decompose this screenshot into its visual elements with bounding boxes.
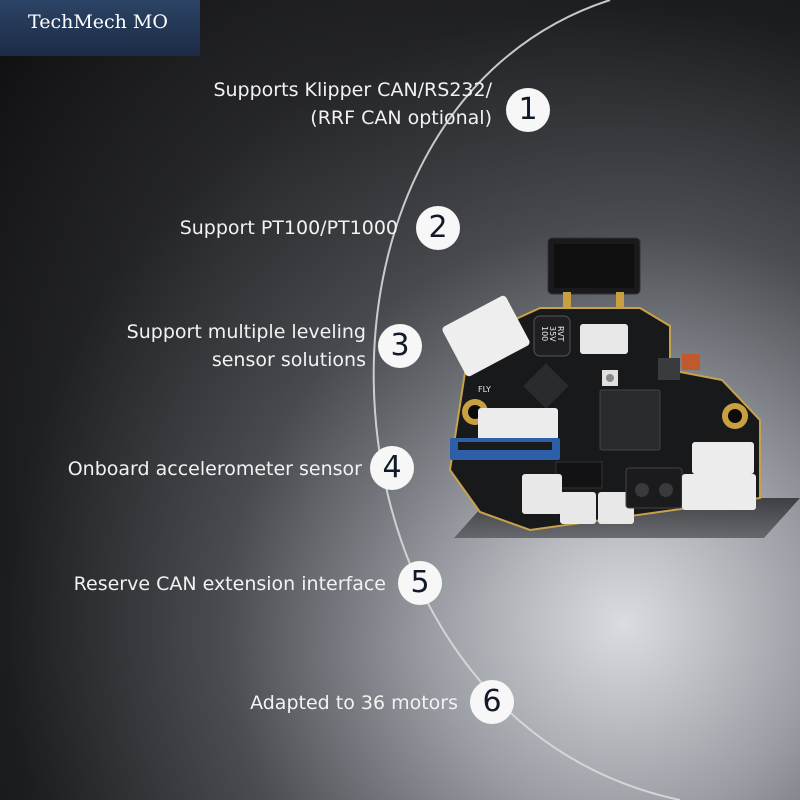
mcu-chip	[599, 389, 661, 451]
orange-component	[682, 354, 700, 370]
feature-2-text: Support PT100/PT1000	[180, 214, 398, 242]
long-connector	[478, 408, 558, 440]
feature-1-text: Supports Klipper CAN/RS232/ (RRF CAN opt…	[213, 76, 492, 132]
feature-1-line1: Supports Klipper CAN/RS232/	[213, 79, 492, 101]
bottom-connector-3	[598, 492, 634, 524]
feature-6-number-badge: 6	[470, 680, 514, 724]
feature-4-text: Onboard accelerometer sensor	[68, 455, 362, 483]
sensor-connector	[442, 295, 530, 377]
capacitor-label-3: RVT	[556, 326, 565, 342]
terminal-block	[625, 467, 683, 509]
circuit-board-illustration: 100 35V RVT FLY	[442, 237, 761, 532]
brand-watermark: TechMech MO	[0, 0, 200, 56]
feature-3-line2: sensor solutions	[211, 349, 366, 371]
feature-2-line1: Support PT100/PT1000	[179, 217, 398, 239]
capacitor-label-1: 100	[540, 326, 549, 341]
feature-3-number-badge: 3	[378, 324, 422, 368]
bottom-connector-2	[560, 492, 596, 524]
thermistor-connector	[580, 324, 628, 354]
motor-connector-top	[692, 442, 754, 474]
feature-4-number-badge: 4	[370, 446, 414, 490]
feature-3-text: Support multiple leveling sensor solutio…	[127, 318, 366, 374]
capacitor	[533, 315, 571, 357]
feature-5-number-badge: 5	[398, 561, 442, 605]
feature-4-line1: Onboard accelerometer sensor	[67, 458, 362, 480]
silk-label: FLY	[478, 385, 491, 394]
capacitor-label-2: 35V	[548, 326, 557, 342]
feature-5-text: Reserve CAN extension interface	[74, 570, 386, 598]
feature-6-line1: Adapted to 36 motors	[250, 692, 458, 714]
feature-3-line1: Support multiple leveling	[126, 321, 366, 343]
feature-1-number-badge: 1	[506, 88, 550, 132]
feature-5-line1: Reserve CAN extension interface	[73, 573, 386, 595]
feature-6-text: Adapted to 36 motors	[250, 689, 458, 717]
motor-connector-bottom	[682, 474, 756, 510]
feature-2-number-badge: 2	[416, 206, 460, 250]
pin-header	[555, 461, 603, 489]
feature-1-line2: (RRF CAN optional)	[310, 107, 492, 129]
brand-text: TechMech MO	[28, 11, 168, 33]
bottom-connector-1	[522, 474, 562, 514]
